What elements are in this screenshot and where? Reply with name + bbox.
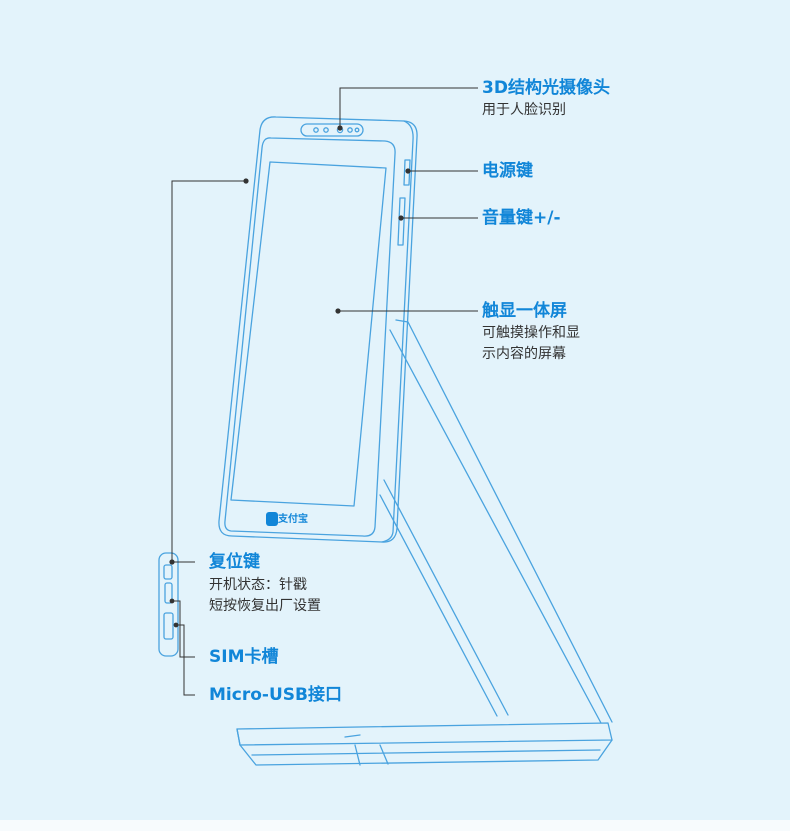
- sim-label: SIM卡槽: [209, 647, 279, 667]
- camera-label: 3D结构光摄像头: [482, 78, 610, 98]
- reset-leader-dot-top: [243, 178, 249, 184]
- alipay-logo-text: 支付宝: [278, 514, 308, 525]
- sim-leader-dot: [169, 598, 175, 604]
- sim-leader: [172, 600, 195, 658]
- reset-leader-dot: [169, 559, 175, 565]
- power-button-shape: [403, 159, 411, 186]
- camera-leader-dot: [337, 125, 343, 131]
- bottom-band: [0, 820, 790, 831]
- reset-leader: [171, 180, 246, 563]
- reset-desc-line2: 短按恢复出厂设置: [209, 598, 321, 614]
- reset-desc-line1: 开机状态：针戳: [209, 577, 307, 593]
- volume-leader-dot: [398, 215, 404, 221]
- usb-leader-dot: [173, 622, 179, 628]
- volume-label: 音量键+/-: [482, 208, 561, 228]
- volume-button-shape: [397, 197, 406, 246]
- screen-leader-dot: [335, 308, 341, 314]
- power-leader-dot: [405, 168, 411, 174]
- camera-desc: 用于人脸识别: [482, 102, 566, 118]
- side-port-panel: [158, 552, 179, 657]
- power-label: 电源键: [482, 161, 533, 181]
- alipay-logo-mark: [266, 512, 278, 526]
- usb-leader: [176, 624, 195, 696]
- screen-desc-line2: 示内容的屏幕: [482, 346, 566, 362]
- screen-area: [230, 161, 387, 507]
- camera-module: [300, 123, 364, 137]
- stand-base: [236, 722, 613, 766]
- tablet-body: [218, 116, 418, 543]
- screen-desc-line1: 可触摸操作和显: [482, 325, 580, 341]
- camera-leader: [339, 87, 478, 128]
- usb-label: Micro-USB接口: [209, 685, 342, 705]
- screen-label: 触显一体屏: [482, 301, 567, 321]
- stand-arm: [379, 319, 613, 724]
- reset-label: 复位键: [209, 552, 260, 572]
